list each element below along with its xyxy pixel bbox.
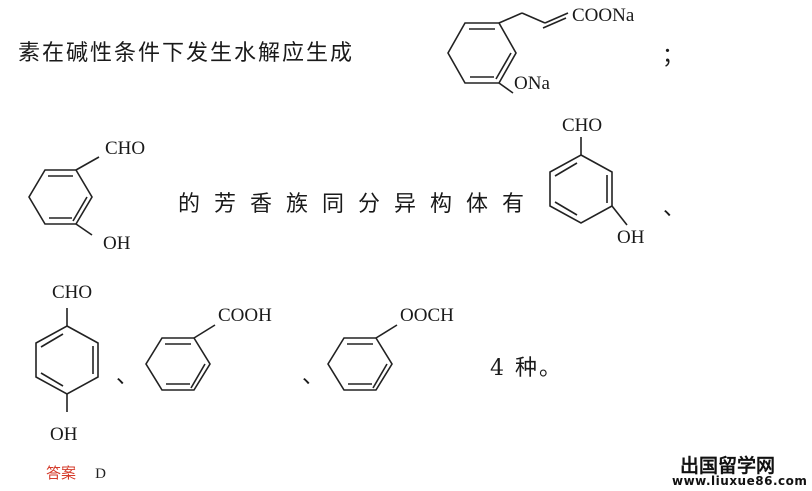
oh-group-label: OH [50, 424, 78, 445]
reactant-salicylaldehyde-structure: CHO OH [20, 135, 170, 265]
answer-value: D [95, 466, 106, 482]
answer-label: 答案 [46, 464, 77, 482]
benzene-ring-diagram [447, 12, 569, 94]
separator-comma: 、 [302, 364, 327, 389]
separator-comma: 、 [116, 364, 141, 389]
cho-group-label: CHO [562, 115, 603, 136]
question-text-line1: 素在碱性条件下发生水解应生成 [18, 41, 355, 66]
answer-line: 答案 D [46, 462, 106, 483]
watermark-site-name: 出国留学网 [680, 455, 776, 477]
benzene-ring-diagram [145, 324, 216, 391]
cooh-group-label: COOH [218, 305, 272, 326]
semicolon: ； [662, 44, 687, 69]
isomer-phenyl-formate-structure: OOCH [322, 305, 492, 405]
benzene-ring-diagram [35, 308, 99, 412]
watermark-url: www.liuxue86.com [672, 474, 808, 488]
isomer-para-hydroxybenzaldehyde-structure: CHO OH [20, 280, 130, 455]
cho-group-label: CHO [52, 282, 93, 303]
isomer-count-text: 4 种。 [490, 356, 563, 381]
ona-group-label: ONa [514, 73, 550, 94]
isomer-benzoic-acid-structure: COOH [140, 305, 310, 405]
benzene-ring-diagram [549, 137, 628, 226]
question-text-line2: 的芳香族同分异构体有 [178, 192, 539, 217]
benzene-ring-diagram [327, 324, 398, 391]
oh-group-label: OH [617, 227, 645, 248]
oh-group-label: OH [103, 233, 131, 254]
coona-group-label: COONa [572, 5, 635, 26]
benzene-ring-diagram [28, 156, 100, 236]
cho-group-label: CHO [105, 138, 146, 159]
sodium-cinnamate-structure: COONa ONa [425, 5, 665, 105]
ooch-group-label: OOCH [400, 305, 454, 326]
isomer-meta-hydroxybenzaldehyde-structure: CHO OH [535, 115, 685, 265]
separator-comma: 、 [663, 196, 688, 221]
